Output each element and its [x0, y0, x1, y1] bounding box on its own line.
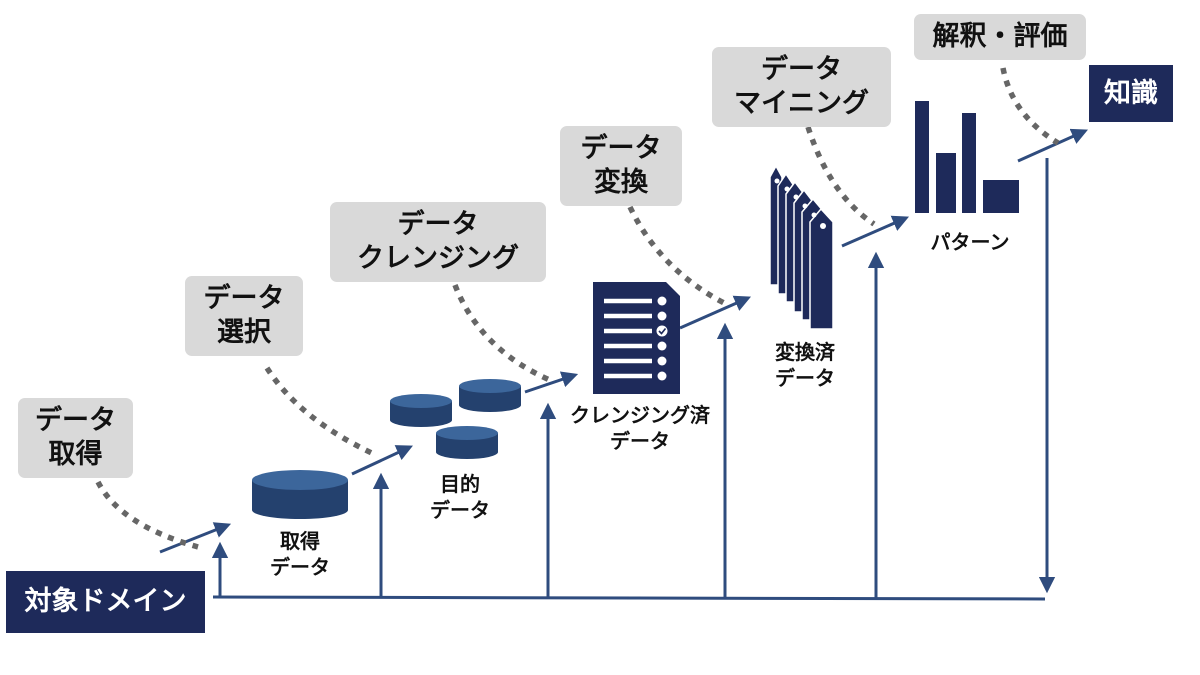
step-box-acquisition: データ 取得 — [18, 398, 133, 478]
dotted-connector-1 — [95, 480, 199, 550]
database-icon — [252, 470, 348, 519]
step-arrow-3 — [524, 371, 579, 394]
dotted-connector-3 — [452, 284, 554, 384]
knowledge-label: 知識 — [1104, 78, 1158, 109]
artifact-caption-target: 目的 データ — [430, 472, 490, 522]
step-arrow-2 — [351, 445, 413, 476]
baseline-line — [212, 595, 1046, 601]
artifact-caption-transformed: 変換済 データ — [775, 340, 835, 390]
source-domain-label: 対象ドメイン — [24, 586, 187, 617]
step-box-transformation: データ 変換 — [560, 126, 682, 206]
bar-chart-icon — [915, 101, 1019, 213]
artifact-caption-pattern: パターン — [930, 230, 1010, 254]
checklist-document-icon — [593, 282, 680, 394]
dotted-connector-6 — [1000, 67, 1060, 146]
step-box-selection: データ 選択 — [185, 276, 303, 356]
step-box-interpretation: 解釈・評価 — [914, 14, 1086, 60]
source-domain-box: 対象ドメイン — [6, 571, 205, 633]
step-arrow-4 — [679, 295, 752, 330]
step-arrow-1 — [159, 522, 232, 554]
dotted-connector-5 — [805, 126, 876, 227]
database-stack-icon — [390, 379, 521, 459]
dotted-connector-2 — [264, 366, 378, 458]
artifact-caption-acquired: 取得 データ — [270, 529, 330, 579]
artifact-caption-cleansed: クレンジング済 データ — [570, 403, 710, 453]
knowledge-box: 知識 — [1089, 65, 1173, 122]
step-arrow-6 — [1017, 128, 1089, 163]
step-box-mining: データ マイニング — [712, 47, 891, 127]
step-box-cleansing: データ クレンジング — [330, 202, 546, 282]
step-arrow-5 — [841, 215, 910, 248]
dotted-connector-4 — [627, 205, 728, 307]
tag-stack-icon — [769, 164, 834, 330]
